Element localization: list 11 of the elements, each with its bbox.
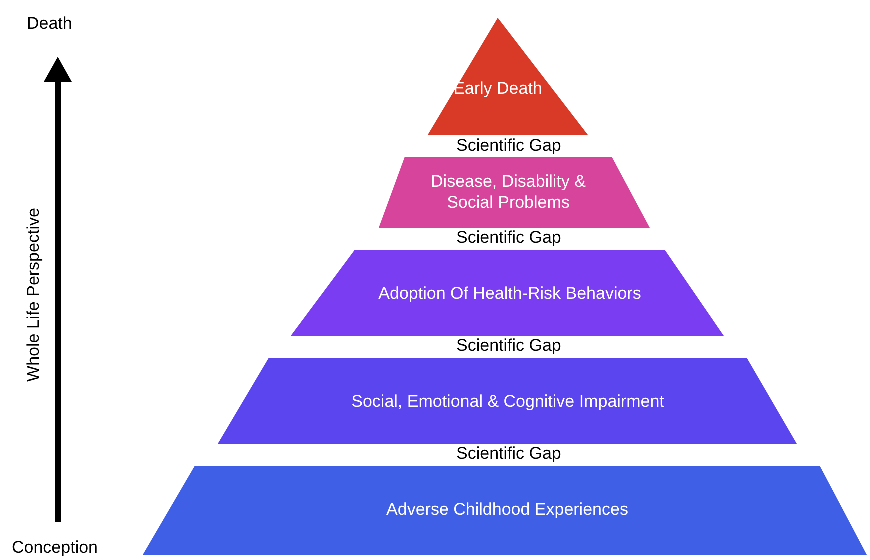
gap-label: Scientific Gap — [456, 136, 562, 156]
end-label: Conception — [12, 538, 98, 558]
tier-label: Disease, Disability & Social Problems — [430, 171, 587, 213]
end-label: Death — [27, 14, 72, 34]
axis-label: Whole Life Perspective — [24, 208, 44, 382]
tier-label: Adoption Of Health-Risk Behaviors — [378, 283, 642, 304]
gap-label: Scientific Gap — [456, 228, 562, 248]
gap-label: Scientific Gap — [456, 444, 562, 464]
tier-label: Social, Emotional & Cognitive Impairment — [350, 391, 666, 412]
tier-label: Adverse Childhood Experiences — [386, 499, 630, 520]
gap-label: Scientific Gap — [456, 336, 562, 356]
